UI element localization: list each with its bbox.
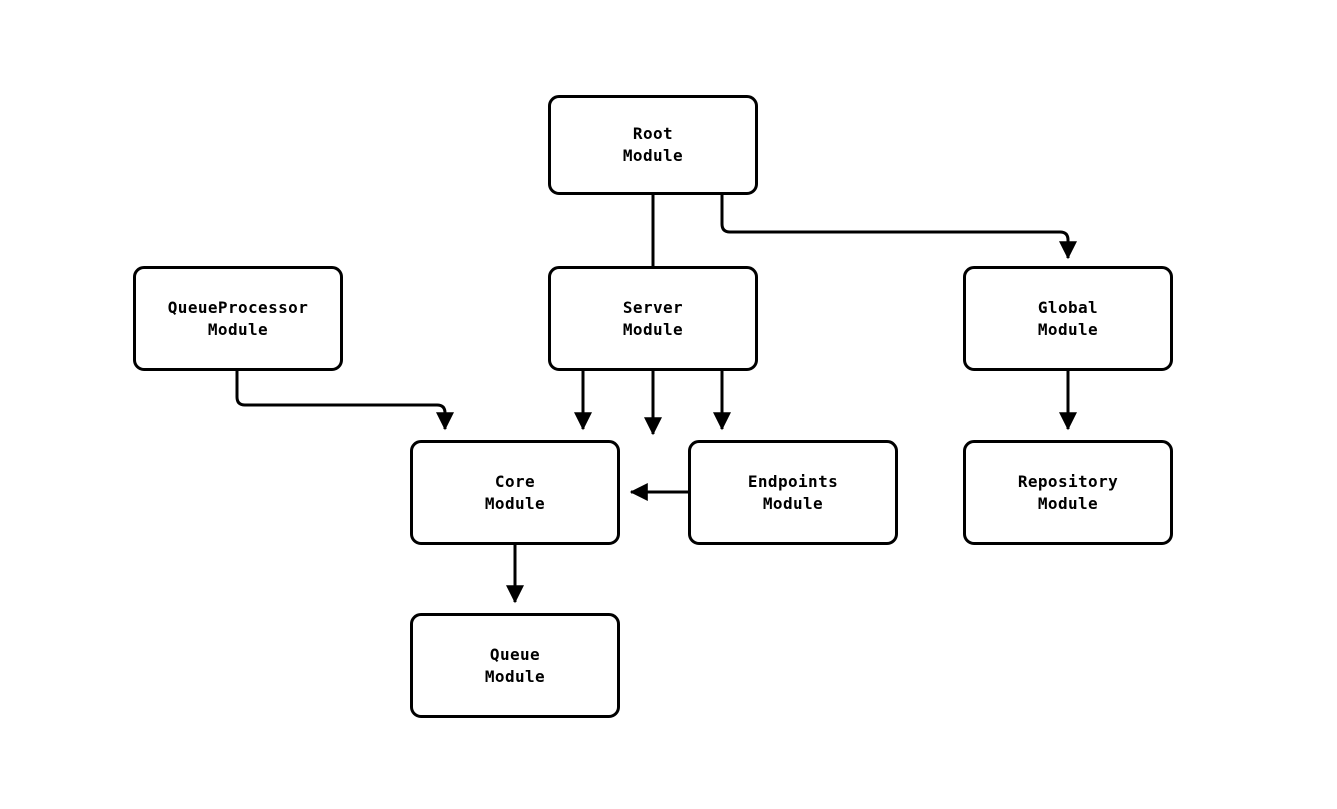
node-endpoints-module-line2: Module xyxy=(762,493,824,513)
node-repository-module[interactable]: Repository Module xyxy=(963,440,1173,545)
node-queue-module-line1: Queue xyxy=(489,644,541,664)
node-queue-module-line2: Module xyxy=(484,666,546,686)
node-global-module-line2: Module xyxy=(1037,319,1099,339)
node-global-module[interactable]: Global Module xyxy=(963,266,1173,371)
node-core-module[interactable]: Core Module xyxy=(410,440,620,545)
edge-root-to-global xyxy=(720,195,1078,260)
node-root-module-line1: Root xyxy=(632,124,674,143)
node-core-module-line1: Core xyxy=(494,471,536,491)
node-server-module-line1: Server xyxy=(622,297,684,317)
node-repository-module-line1: Repository xyxy=(1017,471,1119,491)
node-queueprocessor-module[interactable]: QueueProcessor Module xyxy=(133,266,343,371)
node-root-module-line2: Module xyxy=(622,146,684,165)
edge-queueprocessor-to-core xyxy=(235,371,455,431)
node-queueprocessor-module-line1: QueueProcessor xyxy=(167,297,309,317)
node-core-module-line2: Module xyxy=(484,493,546,513)
node-queue-module[interactable]: Queue Module xyxy=(410,613,620,718)
node-repository-module-line2: Module xyxy=(1037,493,1099,513)
node-server-module-line2: Module xyxy=(622,319,684,339)
node-global-module-line1: Global xyxy=(1037,297,1099,317)
node-endpoints-module-line1: Endpoints xyxy=(747,471,839,491)
node-queueprocessor-module-line2: Module xyxy=(207,319,269,339)
node-endpoints-module[interactable]: Endpoints Module xyxy=(688,440,898,545)
node-server-module[interactable]: Server Module xyxy=(548,266,758,371)
node-root-module[interactable]: Root Module xyxy=(548,95,758,195)
